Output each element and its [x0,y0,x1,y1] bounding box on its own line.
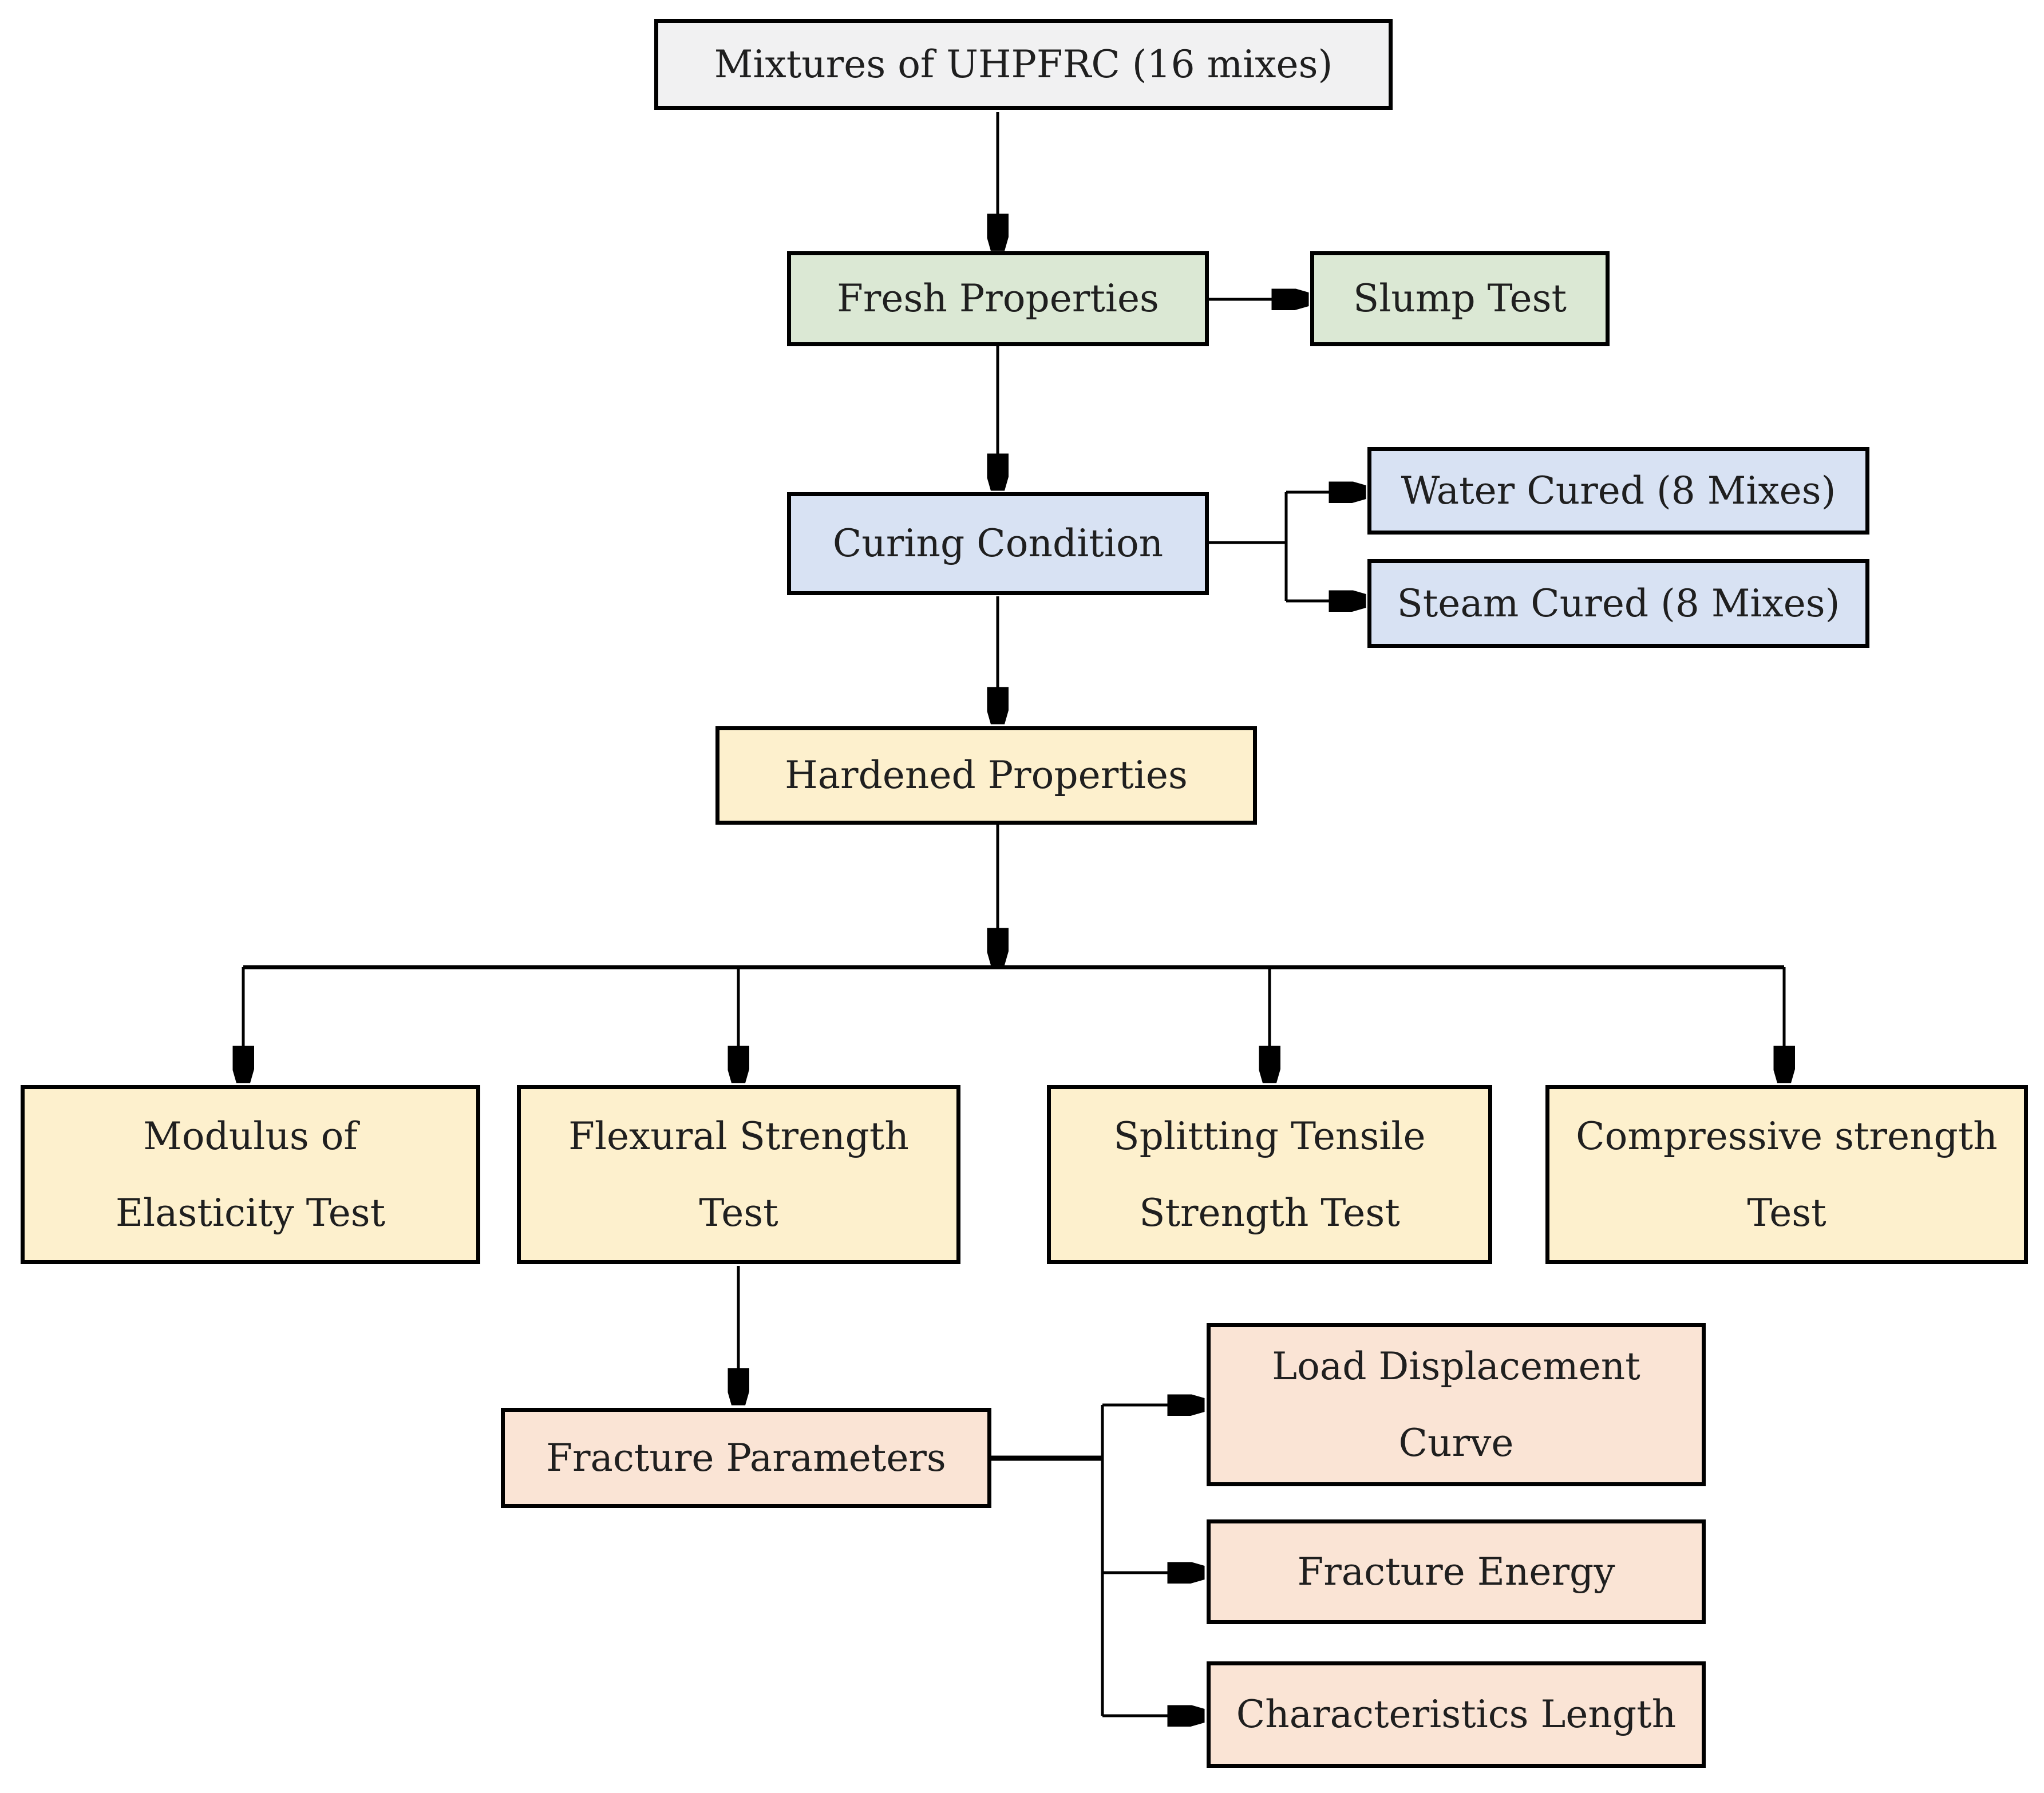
node-label-line: Modulus of [143,1114,358,1158]
node-fracture-parameters: Fracture Parameters [501,1408,991,1508]
node-steam-cured: Steam Cured (8 Mixes) [1367,559,1869,648]
node-label: Modulus of Elasticity Test [25,1089,476,1260]
node-label: Fracture Parameters [505,1412,987,1504]
node-label-line: Fresh Properties [837,276,1159,321]
node-mixtures: Mixtures of UHPFRC (16 mixes) [654,19,1393,110]
node-label-line: Test [1747,1190,1826,1235]
node-fracture-energy: Fracture Energy [1207,1519,1706,1624]
node-label-line: Steam Cured (8 Mixes) [1397,581,1840,626]
node-label: Fresh Properties [791,255,1205,342]
node-label: Fracture Energy [1211,1523,1702,1620]
node-label: Mixtures of UHPFRC (16 mixes) [658,23,1389,106]
node-label: Characteristics Length [1211,1665,1702,1764]
node-label: Steam Cured (8 Mixes) [1371,563,1865,644]
node-label: Slump Test [1314,255,1606,342]
node-slump-test: Slump Test [1310,251,1610,346]
node-modulus-of-elasticity-test: Modulus of Elasticity Test [21,1085,480,1264]
node-label-line: Hardened Properties [785,753,1188,798]
node-label-line: Strength Test [1139,1190,1400,1235]
node-curing-condition: Curing Condition [787,492,1209,595]
node-label-line: Slump Test [1353,276,1567,321]
node-label: Hardened Properties [719,730,1253,821]
node-label-line: Test [699,1190,778,1235]
node-label-line: Characteristics Length [1236,1692,1677,1737]
node-label-line: Flexural Strength [568,1114,909,1158]
node-label-line: Load Displacement [1272,1344,1640,1388]
node-label-line: Fracture Energy [1297,1549,1615,1594]
node-fresh-properties: Fresh Properties [787,251,1209,346]
node-label-line: Curing Condition [832,521,1164,566]
node-label-line: Elasticity Test [115,1190,386,1235]
node-label-line: Compressive strength [1576,1114,1998,1158]
node-characteristics-length: Characteristics Length [1207,1661,1706,1768]
node-label-line: Curve [1398,1420,1514,1465]
node-hardened-properties: Hardened Properties [715,726,1257,825]
node-label-line: Splitting Tensile [1113,1114,1426,1158]
node-label-line: Fracture Parameters [546,1435,946,1480]
node-water-cured: Water Cured (8 Mixes) [1367,447,1869,535]
node-label-line: Water Cured (8 Mixes) [1401,468,1836,513]
node-label-line: Mixtures of UHPFRC (16 mixes) [714,42,1333,86]
node-label: Water Cured (8 Mixes) [1371,451,1865,531]
node-label: Curing Condition [791,496,1205,591]
